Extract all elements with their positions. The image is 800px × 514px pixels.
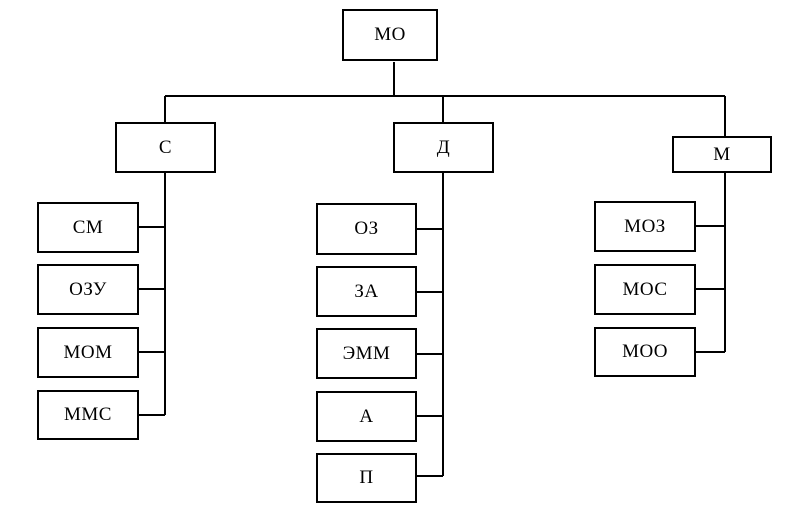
node-branch-d: Д xyxy=(393,122,494,173)
node-s-child-1: ОЗУ xyxy=(37,264,139,315)
node-d-child-3: А xyxy=(316,391,417,442)
node-m-child-0: МОЗ xyxy=(594,201,696,252)
node-m-child-1: МОС xyxy=(594,264,696,315)
node-s-child-3: ММС xyxy=(37,390,139,440)
node-d-child-4: П xyxy=(316,453,417,503)
node-s-child-2: МОМ xyxy=(37,327,139,378)
node-branch-m: М xyxy=(672,136,772,173)
node-m-child-2: МОО xyxy=(594,327,696,377)
node-d-child-1: ЗА xyxy=(316,266,417,317)
node-d-child-2: ЭММ xyxy=(316,328,417,379)
node-root: МО xyxy=(342,9,438,61)
node-s-child-0: СМ xyxy=(37,202,139,253)
node-d-child-0: ОЗ xyxy=(316,203,417,255)
node-branch-s: С xyxy=(115,122,216,173)
